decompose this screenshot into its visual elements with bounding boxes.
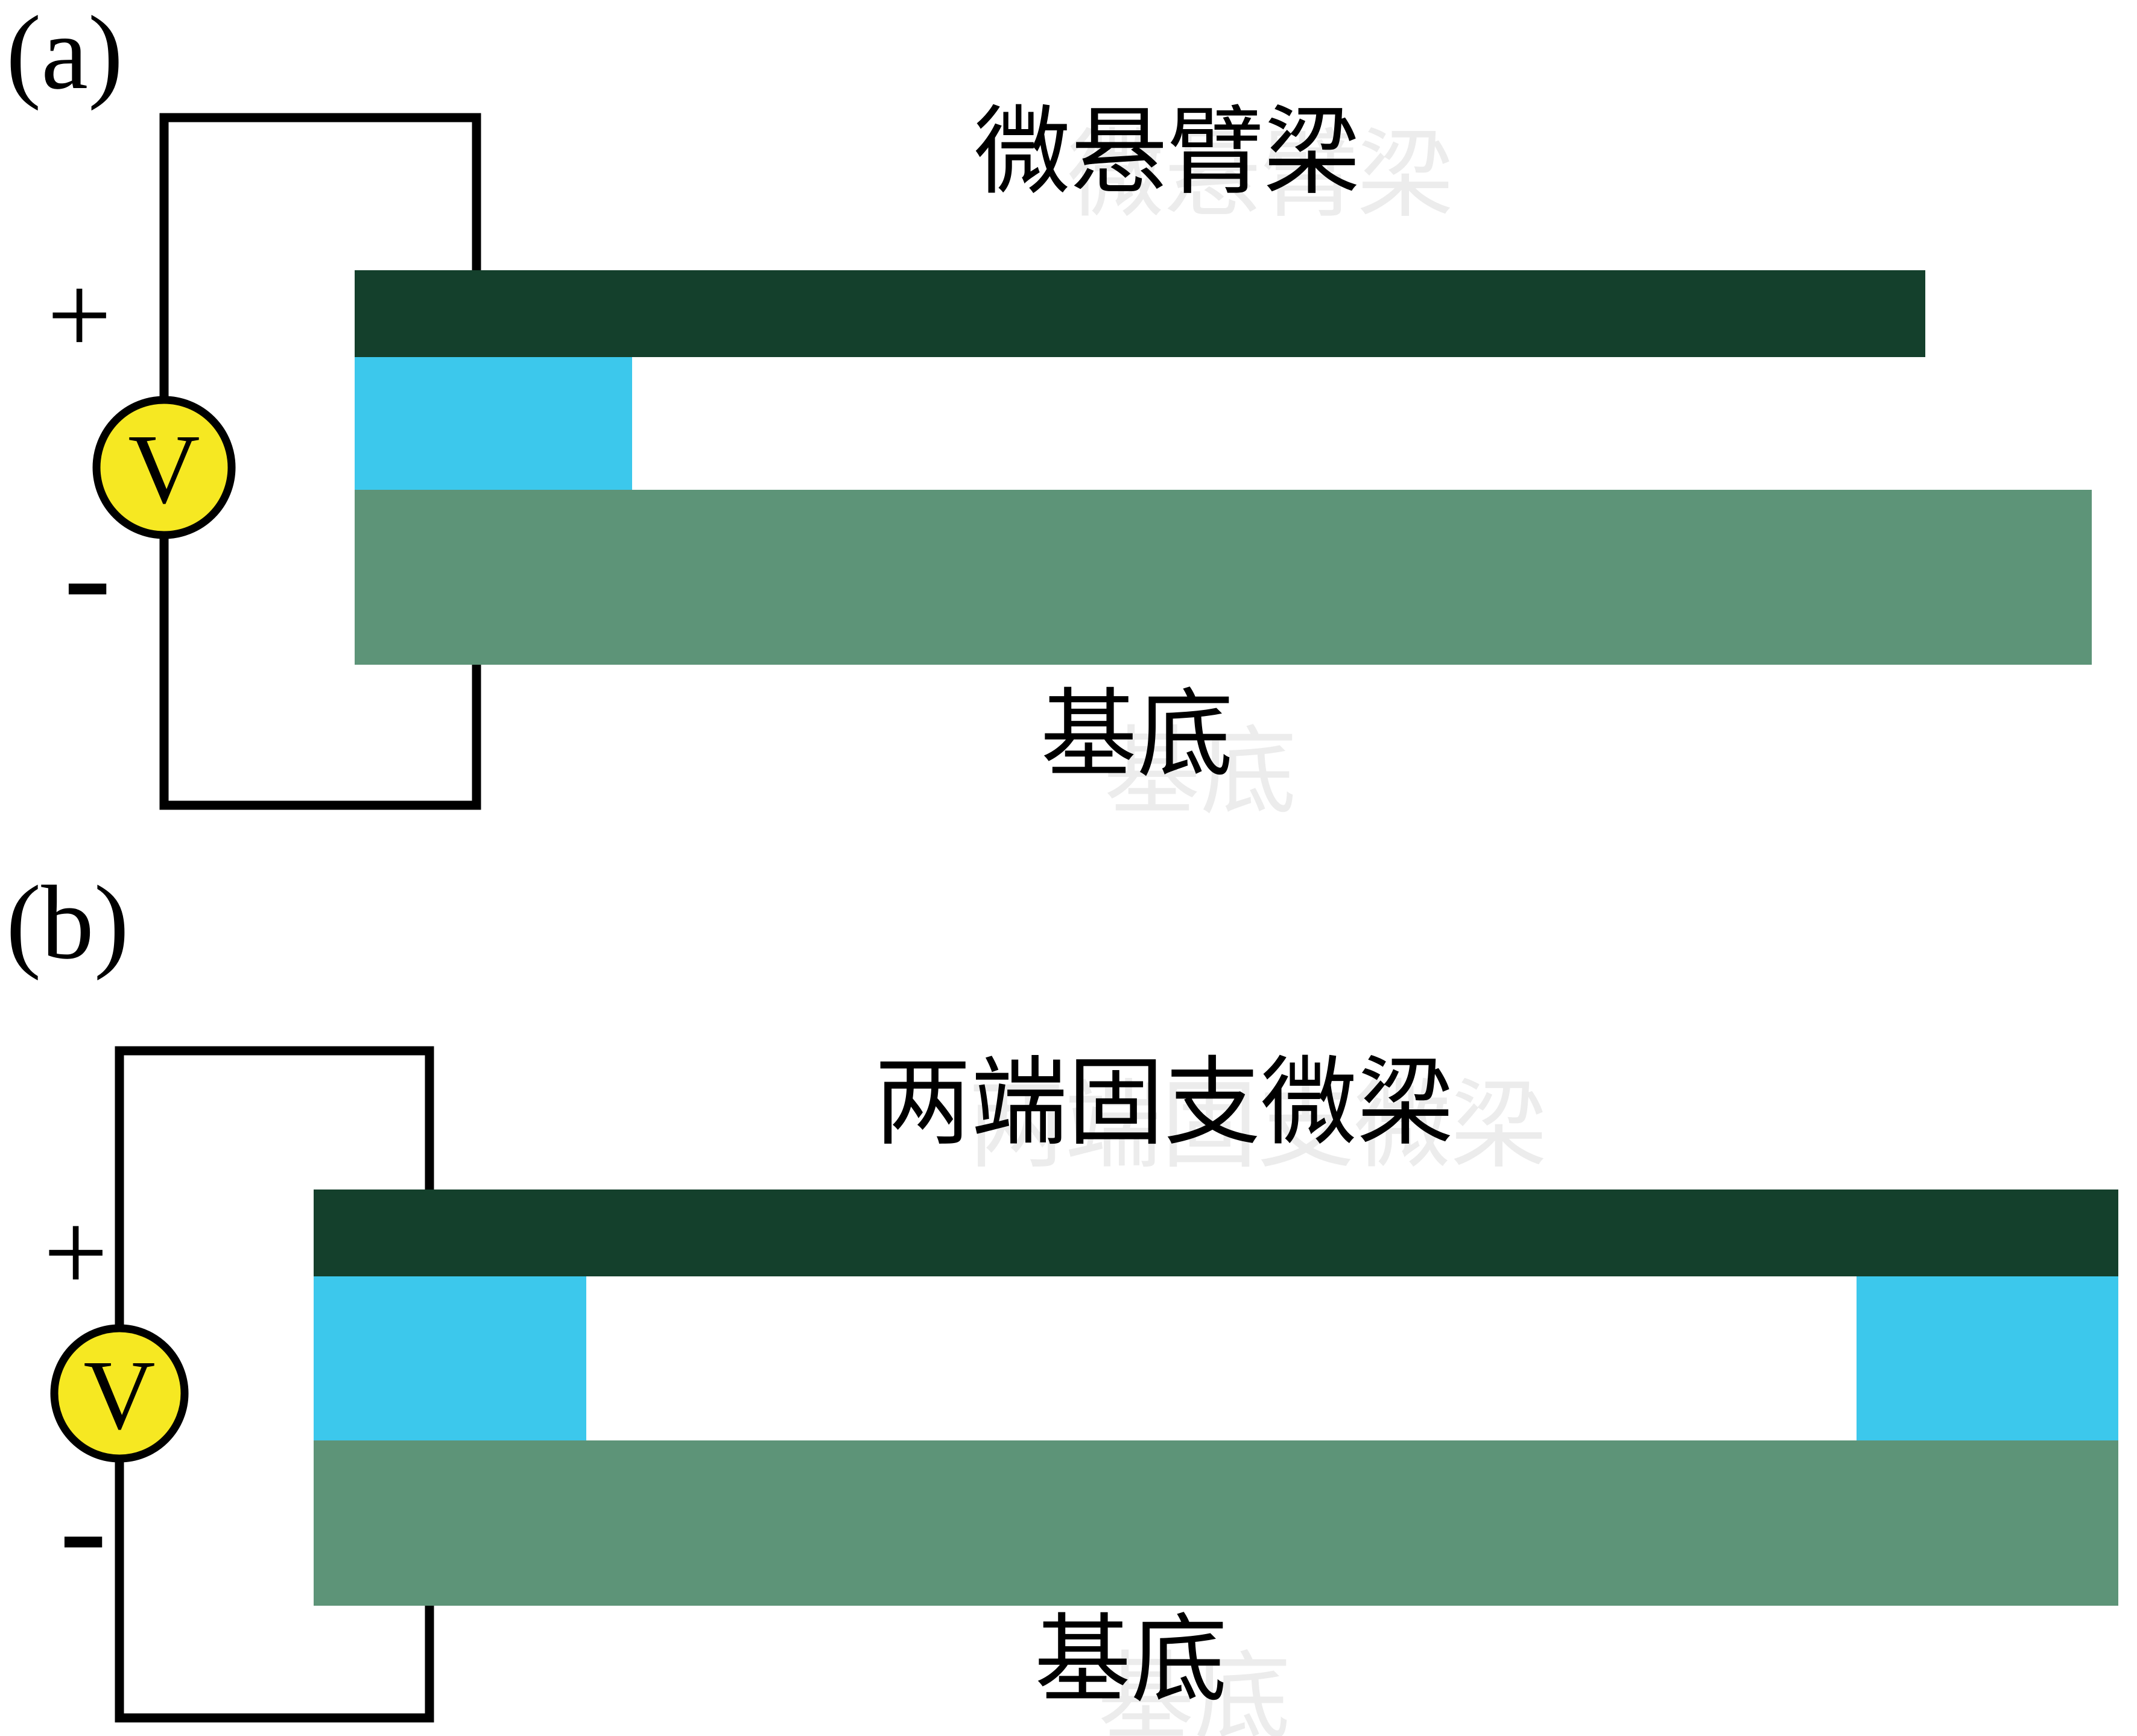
voltage-symbol-a: V (128, 414, 200, 524)
beam-label-a: 微悬臂梁 (974, 98, 1361, 206)
panel-b-label: (b) (6, 864, 130, 981)
minus-terminal-a: - (63, 494, 112, 654)
substrate-layer-a (355, 490, 2092, 665)
voltage-source-b (50, 1324, 189, 1463)
anchor-block-right-b (1857, 1276, 2118, 1442)
clamped-beam-b (314, 1190, 2118, 1276)
plus-terminal-a: + (47, 252, 112, 379)
substrate-label-b: 基底 (1034, 1606, 1228, 1714)
voltage-symbol-b: V (83, 1340, 155, 1450)
anchor-block-a (355, 357, 632, 490)
substrate-label-a: 基底 (1040, 680, 1234, 788)
anchor-block-left-b (314, 1276, 586, 1442)
cantilever-beam-a (355, 270, 1925, 357)
minus-terminal-b: - (59, 1447, 107, 1608)
plus-terminal-b: + (43, 1190, 109, 1316)
voltage-source-a (92, 396, 236, 539)
panel-a-label: (a) (6, 0, 124, 111)
substrate-layer-b (314, 1440, 2118, 1606)
beam-label-b: 两端固支微梁 (874, 1048, 1454, 1156)
